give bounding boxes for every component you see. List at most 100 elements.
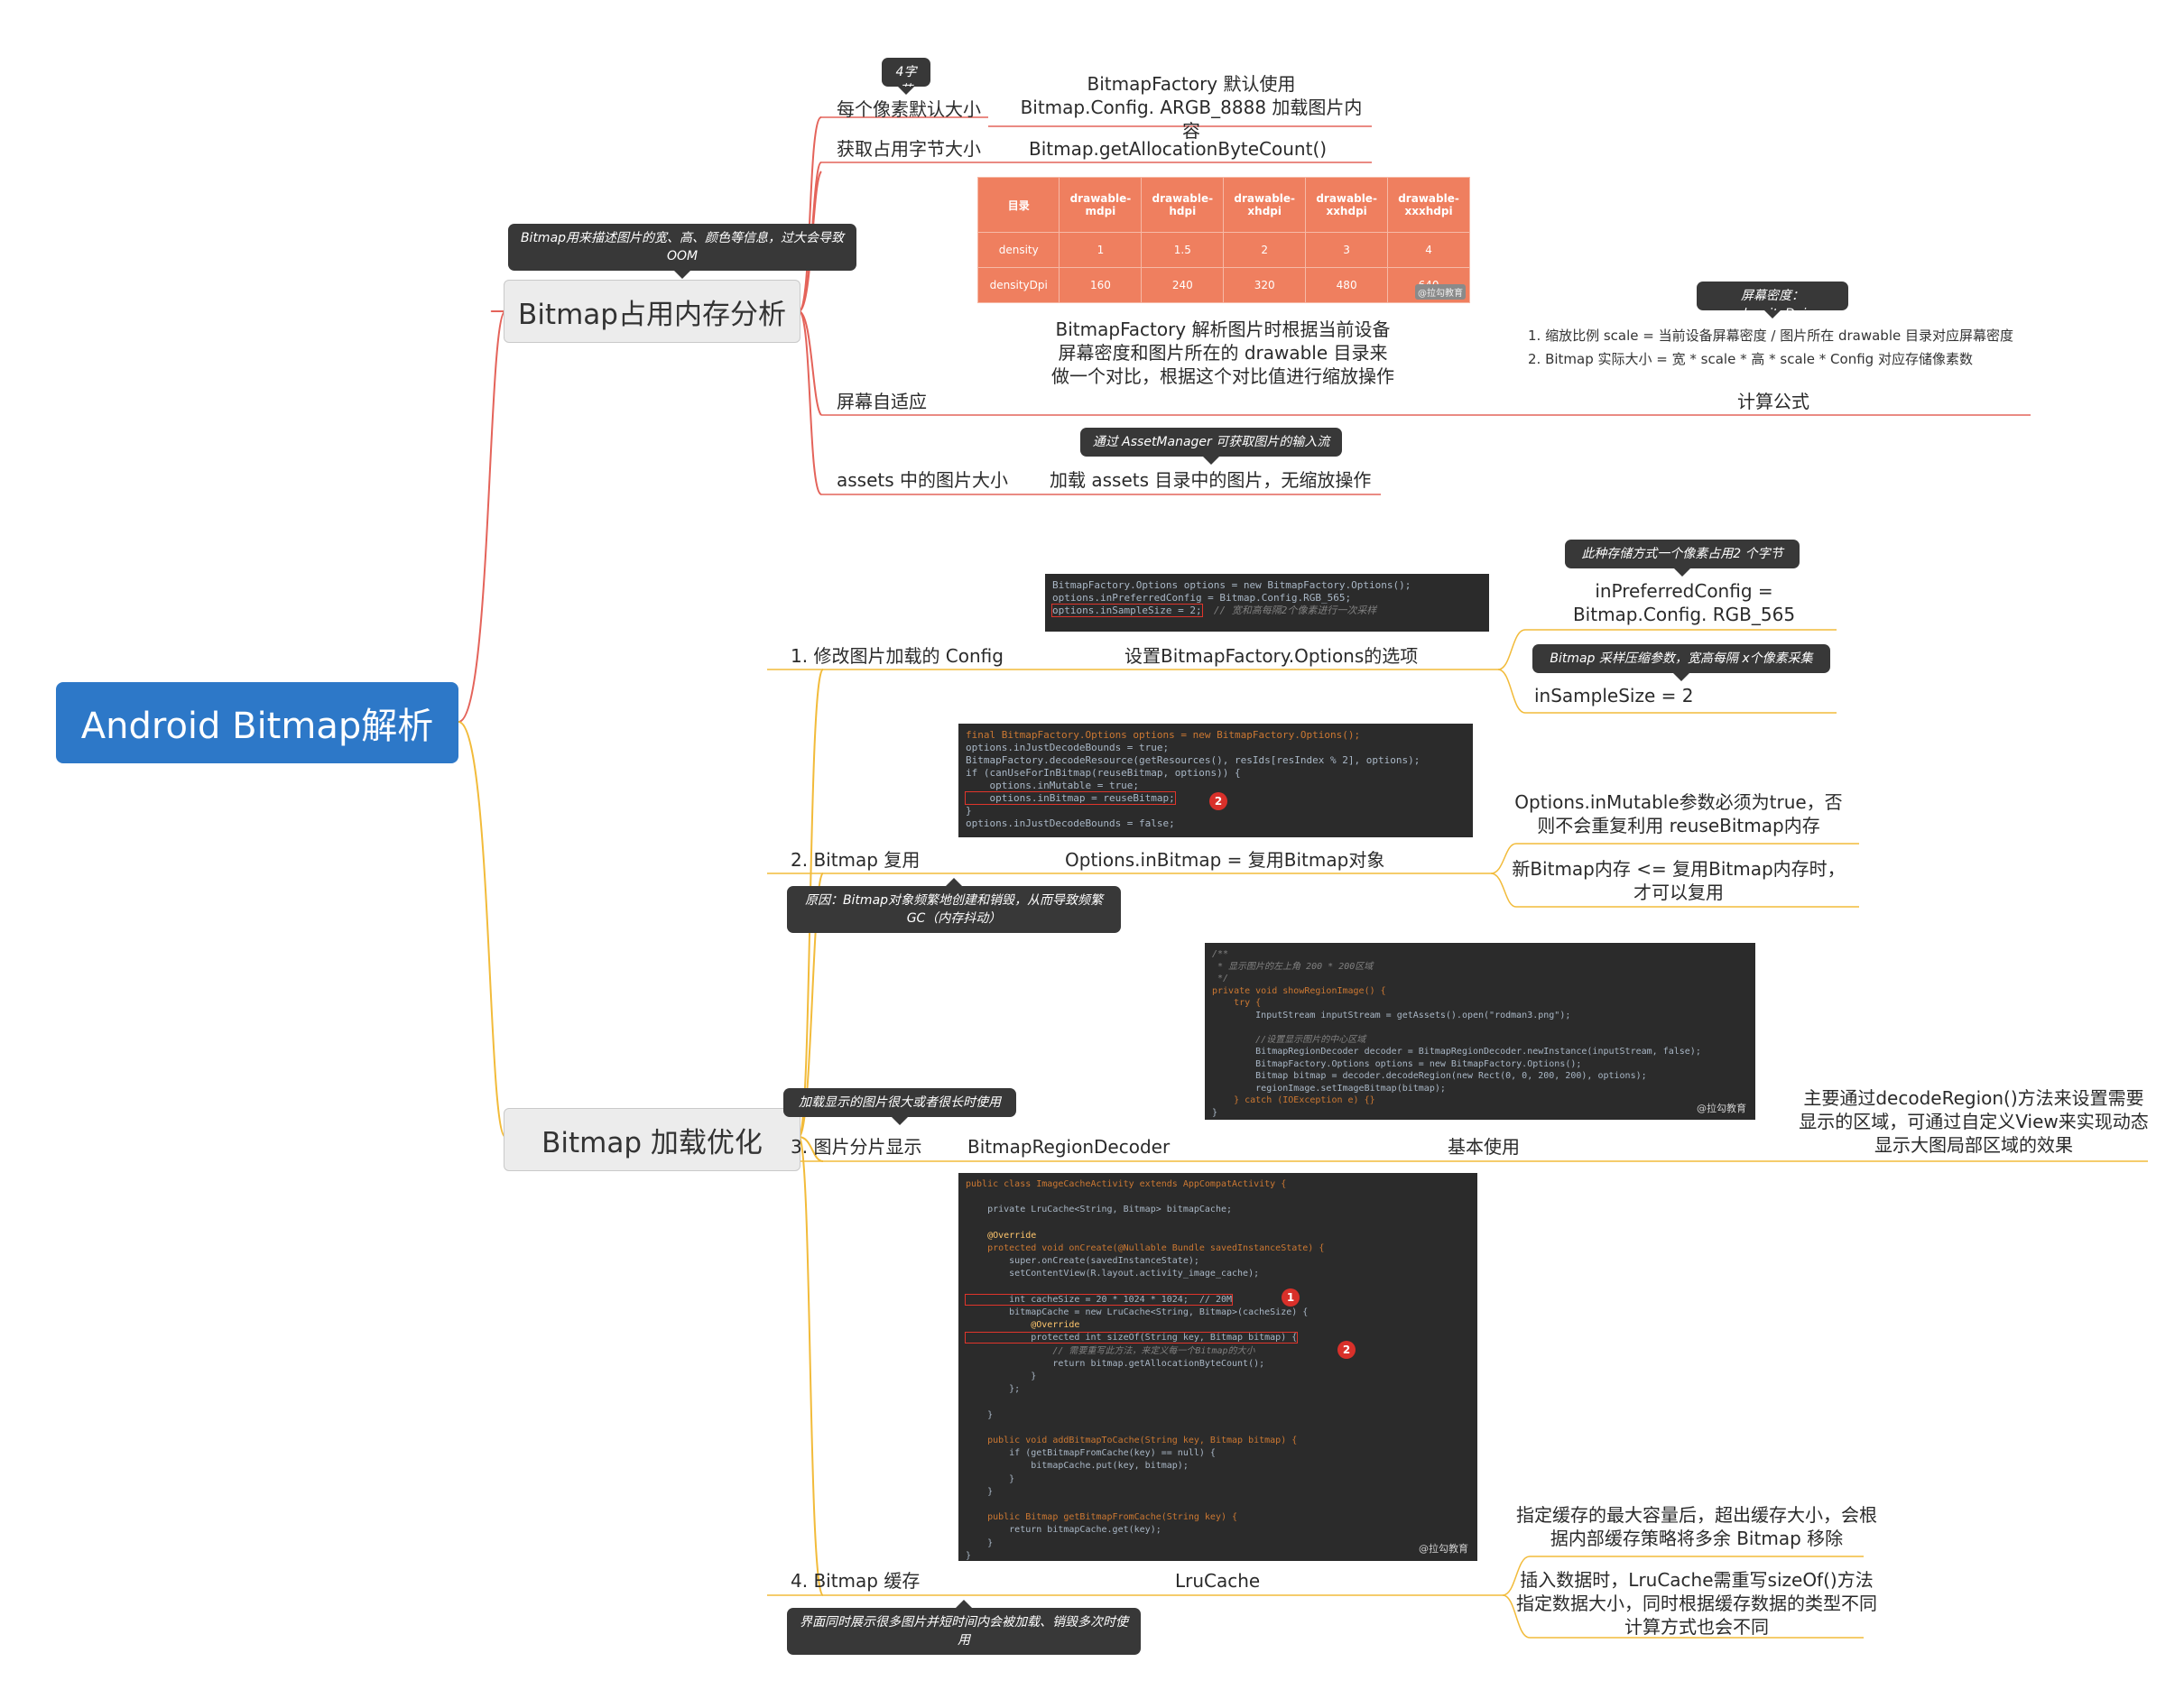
reuse-code-snippet: final BitmapFactory.Options options = ne… — [958, 724, 1473, 837]
reuse-item-2: 新Bitmap内存 <= 复用Bitmap内存时，才可以复用 — [1512, 858, 1846, 903]
pixel-size-note: 4字节 — [882, 58, 930, 97]
code-line: options.inMutable = true; — [966, 780, 1140, 791]
code-line-highlight: protected int sizeOf(String key, Bitmap … — [964, 1332, 1299, 1344]
code-line: } — [966, 1486, 994, 1497]
sample-size-item: inSampleSize = 2 — [1534, 685, 1694, 706]
table-cell: 1 — [1059, 232, 1143, 268]
table-cell: 240 — [1141, 267, 1225, 303]
code-line: if (canUseForInBitmap(reuseBitmap, optio… — [966, 767, 1241, 779]
table-cell: density — [976, 232, 1060, 268]
table-cell: 160 — [1059, 267, 1143, 303]
cache-sub[interactable]: LruCache — [1175, 1570, 1261, 1592]
table-cell: 1.5 — [1141, 232, 1225, 268]
branch-memory-analysis[interactable]: Bitmap占用内存分析 — [504, 280, 800, 343]
code-line: return bitmapCache.get(key); — [966, 1525, 1161, 1536]
table-header-cell: 目录 — [976, 177, 1060, 233]
region-desc: 主要通过decodeRegion()方法来设置需要显示的区域，可通过自定义Vie… — [1799, 1087, 2149, 1156]
root-node[interactable]: Android Bitmap解析 — [56, 682, 458, 763]
assets-note: 通过 AssetManager 可获取图片的输入流 — [1080, 428, 1342, 465]
code-line: } — [966, 1473, 1015, 1484]
region-label[interactable]: 3. 图片分片显示 — [791, 1136, 922, 1158]
code-watermark: @拉勾教育 — [1697, 1102, 1746, 1114]
code-line: setContentView(R.layout.activity_image_c… — [966, 1269, 1260, 1279]
code-line: BitmapFactory.Options options = new Bitm… — [1212, 1058, 1582, 1069]
code-line: BitmapFactory.Options options = new Bitm… — [1052, 579, 1411, 591]
callout-badge: 2 — [1209, 792, 1227, 810]
code-comment: // 宽和高每隔2个像素进行一次采样 — [1201, 605, 1377, 616]
cache-item-1: 指定缓存的最大容量后，超出缓存大小，会根据内部缓存策略将多余 Bitmap 移除 — [1516, 1504, 1877, 1549]
rgb565-note: 此种存储方式一个像素占用2 个字节 — [1565, 540, 1800, 577]
code-line: * 显示图片的左上角 200 * 200区域 — [1212, 961, 1374, 972]
byte-size-desc: Bitmap.getAllocationByteCount() — [1029, 138, 1328, 160]
code-line: private LruCache<String, Bitmap> bitmapC… — [966, 1205, 1233, 1215]
code-line: } catch (IOException e) {} — [1212, 1095, 1375, 1105]
table-header-cell: drawable-xxhdpi — [1305, 177, 1389, 233]
code-line-highlight: options.inBitmap = reuseBitmap; — [965, 791, 1176, 805]
table-cell: 640@拉勾教育 — [1387, 267, 1470, 303]
cache-label[interactable]: 4. Bitmap 缓存 — [791, 1570, 921, 1592]
branch-load-optimization[interactable]: Bitmap 加载优化 — [504, 1108, 800, 1171]
reuse-note: 原因：Bitmap对象频繁地创建和销毁，从而导致频繁GC（内存抖动） — [787, 878, 1121, 933]
region-code-label[interactable]: 基本使用 — [1448, 1136, 1520, 1158]
config-label[interactable]: 1. 修改图片加载的 Config — [791, 645, 1004, 667]
table-cell: 320 — [1223, 267, 1307, 303]
table-cell: 2 — [1223, 232, 1307, 268]
code-line: options.inPreferredConfig = Bitmap.Confi… — [1052, 592, 1352, 604]
table-header-cell: drawable-xxxhdpi — [1387, 177, 1470, 233]
code-line: } — [966, 1371, 1037, 1382]
cache-code-snippet: public class ImageCacheActivity extends … — [958, 1173, 1477, 1561]
code-line: BitmapFactory.decodeResource(getResource… — [966, 754, 1421, 766]
code-line: bitmapCache = new LruCache<String, Bitma… — [966, 1307, 1309, 1318]
pixel-size-label[interactable]: 每个像素默认大小 — [837, 98, 981, 120]
region-note: 加载显示的图片很大或者很长时使用 — [783, 1088, 1016, 1125]
code-line: @Override — [966, 1230, 1037, 1241]
code-line: } — [1212, 1107, 1218, 1118]
branch-memory-note: Bitmap用来描述图片的宽、高、颜色等信息，过大会导致OOM — [508, 224, 856, 279]
code-line: regionImage.setImageBitmap(bitmap); — [1212, 1083, 1446, 1094]
config-code-snippet: BitmapFactory.Options options = new Bitm… — [1045, 574, 1489, 632]
code-line-highlight: int cacheSize = 20 * 1024 * 1024; // 20M — [964, 1293, 1234, 1306]
sample-size-note: Bitmap 采样压缩参数，宽高每隔 x个像素采集 — [1532, 644, 1830, 681]
density-table: 目录 drawable-mdpi drawable-hdpi drawable-… — [976, 177, 1470, 303]
table-header-cell: drawable-mdpi — [1059, 177, 1143, 233]
code-line: public Bitmap getBitmapFromCache(String … — [966, 1512, 1238, 1523]
cache-note: 界面同时展示很多图片并短时间内会被加载、销毁多次时使用 — [787, 1600, 1141, 1655]
byte-size-label[interactable]: 获取占用字节大小 — [837, 138, 981, 160]
table-cell: 3 — [1305, 232, 1389, 268]
code-line: return bitmap.getAllocationByteCount(); — [966, 1358, 1265, 1369]
code-watermark: @拉勾教育 — [1419, 1542, 1468, 1555]
formula-line-1: 1. 缩放比例 scale = 当前设备屏幕密度 / 图片所在 drawable… — [1528, 328, 2013, 344]
table-cell: 480 — [1305, 267, 1389, 303]
formula-label[interactable]: 计算公式 — [1737, 391, 1809, 412]
code-line: Bitmap bitmap = decoder.decodeRegion(new… — [1212, 1071, 1647, 1081]
code-line: super.onCreate(savedInstanceState); — [966, 1256, 1199, 1267]
code-line: BitmapRegionDecoder decoder = BitmapRegi… — [1212, 1047, 1701, 1057]
rgb565-item: inPreferredConfig = Bitmap.Config. RGB_5… — [1572, 580, 1796, 625]
assets-desc: 加载 assets 目录中的图片，无缩放操作 — [1050, 469, 1372, 491]
table-cell: densityDpi — [976, 267, 1060, 303]
table-header-cell: drawable-hdpi — [1141, 177, 1225, 233]
config-sub[interactable]: 设置BitmapFactory.Options的选项 — [1124, 645, 1419, 667]
code-line: */ — [1212, 974, 1229, 983]
code-line: } — [966, 1537, 994, 1548]
cache-item-2: 插入数据时，LruCache需重写sizeOf()方法指定数据大小，同时根据缓存… — [1516, 1569, 1877, 1638]
reuse-label[interactable]: 2. Bitmap 复用 — [791, 849, 921, 871]
screen-adapt-label[interactable]: 屏幕自适应 — [837, 391, 927, 412]
reuse-sub[interactable]: Options.inBitmap = 复用Bitmap对象 — [1065, 849, 1385, 871]
callout-badge-1: 1 — [1282, 1288, 1300, 1307]
code-line: /** — [1212, 949, 1229, 959]
code-line: //设置显示图片的中心区域 — [1212, 1034, 1366, 1045]
code-line: InputStream inputStream = getAssets().op… — [1212, 1010, 1571, 1020]
code-line: public class ImageCacheActivity extends … — [966, 1179, 1287, 1189]
table-cell: 4 — [1387, 232, 1470, 268]
code-line-highlight: options.inSampleSize = 2; — [1051, 604, 1203, 617]
region-sub[interactable]: BitmapRegionDecoder — [967, 1136, 1171, 1158]
assets-label[interactable]: assets 中的图片大小 — [837, 469, 1009, 491]
code-line: protected void onCreate(@Nullable Bundle… — [966, 1243, 1325, 1254]
code-line: }; — [966, 1384, 1021, 1395]
code-line: // 需要重写此方法，来定义每一个Bitmap的大小 — [966, 1345, 1255, 1356]
code-line: public void addBitmapToCache(String key,… — [966, 1436, 1298, 1446]
code-line: options.inJustDecodeBounds = true; — [966, 742, 1170, 753]
screen-adapt-desc: BitmapFactory 解析图片时根据当前设备屏幕密度和图片所在的 draw… — [1051, 319, 1394, 387]
